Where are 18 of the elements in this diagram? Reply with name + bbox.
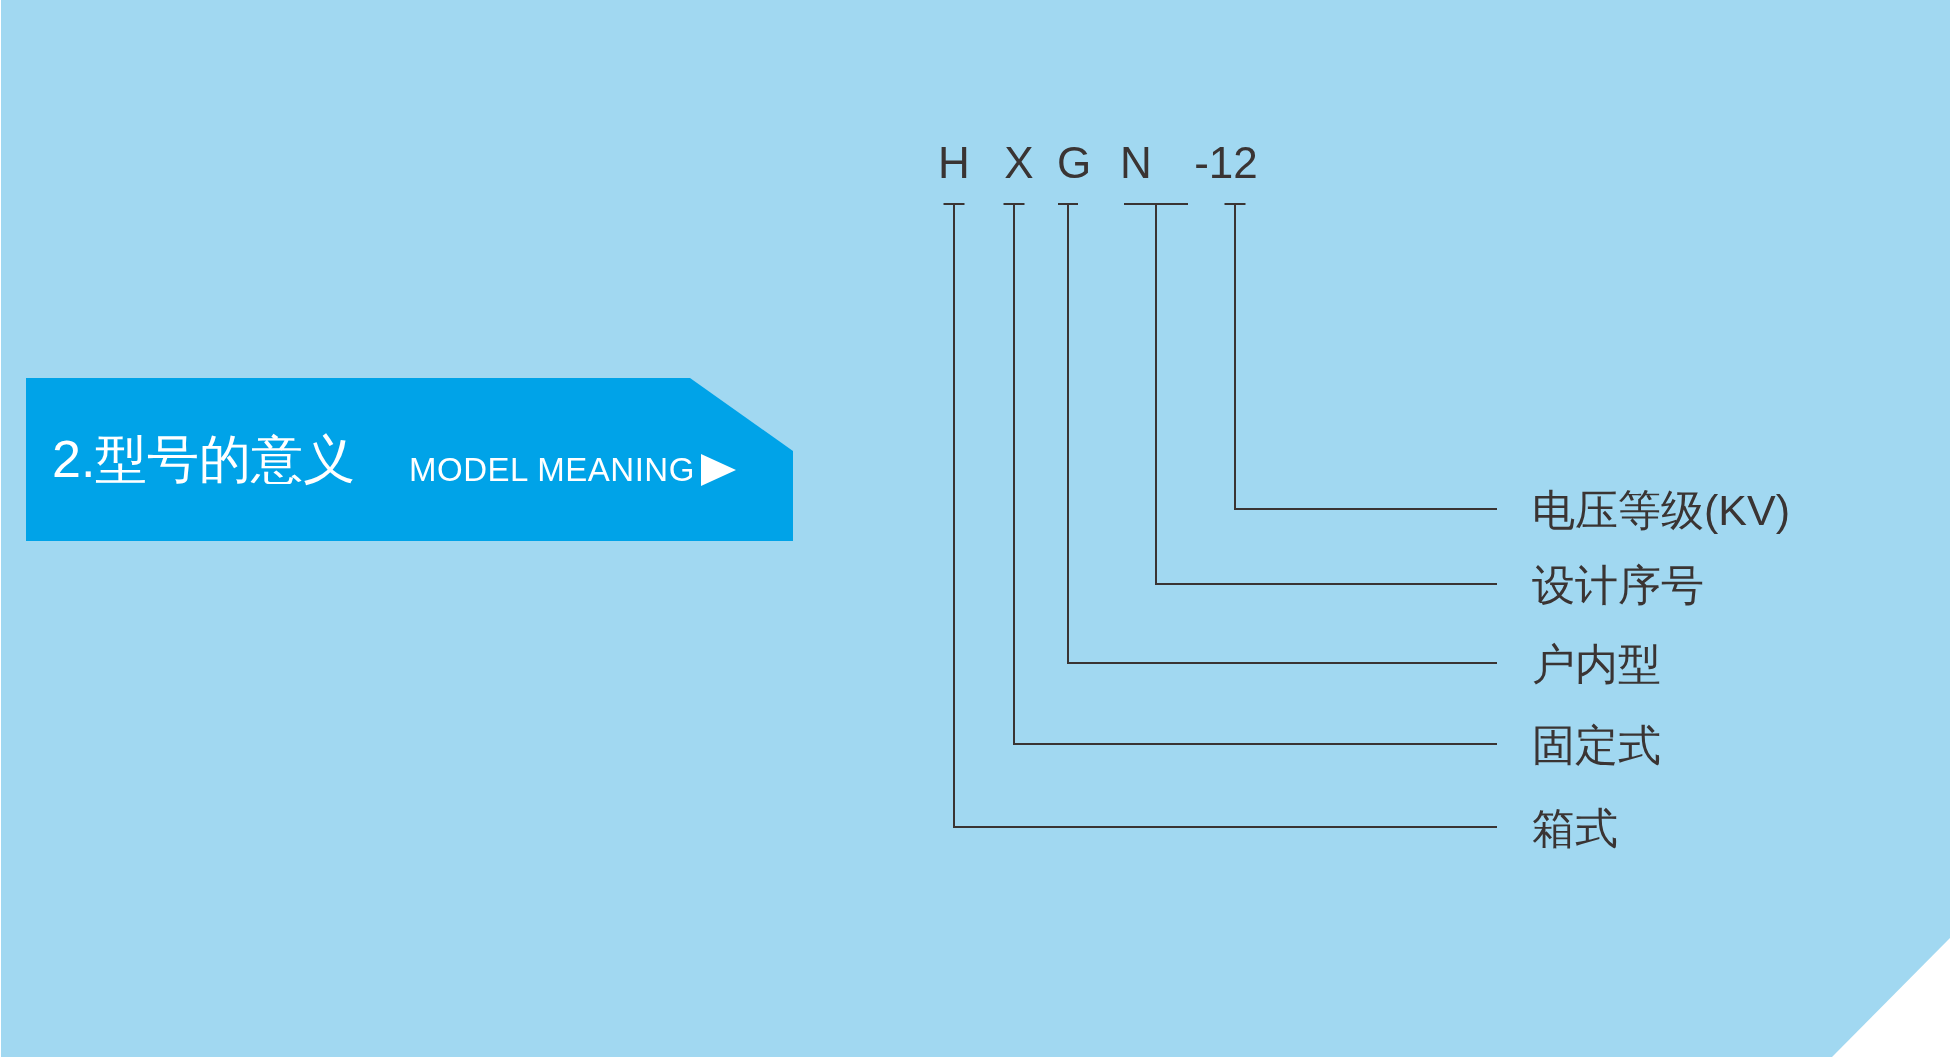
leader-line [1223, 203, 1498, 510]
section-subheading: MODEL MEANING [409, 451, 695, 488]
leader-line [942, 203, 1498, 828]
leader-line [1002, 203, 1498, 745]
meaning-label: 箱式 [1532, 806, 1618, 852]
leader-line [1057, 203, 1498, 664]
leader-line [1123, 203, 1498, 585]
section-heading: 2.型号的意义 [52, 430, 356, 489]
heading-band [26, 378, 793, 541]
meaning-label: 固定式 [1532, 723, 1661, 769]
code-letter: G [1056, 141, 1092, 185]
code-letter: N [1120, 141, 1152, 185]
meaning-label: 电压等级(KV) [1532, 488, 1790, 534]
meaning-label: 户内型 [1532, 642, 1661, 688]
code-letter: X [1004, 141, 1034, 185]
meaning-label: 设计序号 [1532, 563, 1704, 609]
code-letter: H [938, 141, 970, 185]
code-letter: -12 [1194, 141, 1258, 185]
